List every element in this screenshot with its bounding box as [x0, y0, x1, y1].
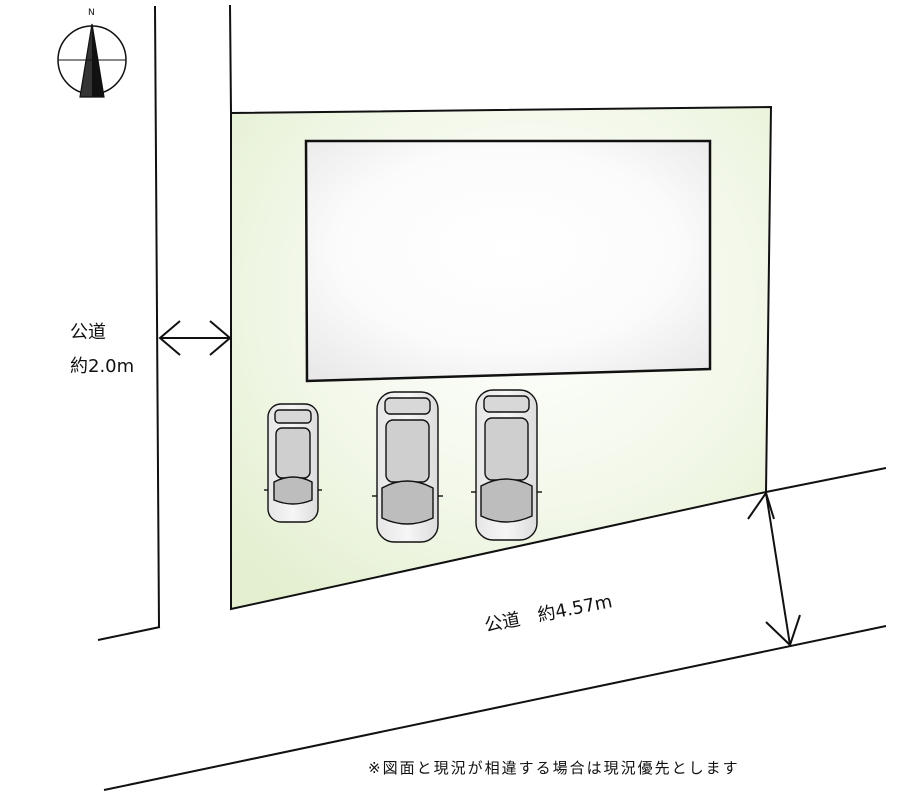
parking-car-2: [372, 391, 443, 543]
south-road-upper-line: [765, 467, 887, 493]
south-road-width-arrow: [747, 490, 801, 647]
west-road-bottom-line: [97, 626, 161, 641]
west-road-outer-line: [154, 5, 160, 628]
parking-car-3: [471, 389, 542, 541]
compass-north-letter: N: [88, 8, 95, 18]
parking-car-1: [264, 403, 322, 523]
lot-west-extension-line: [229, 4, 232, 114]
south-road-lower-line: [103, 625, 887, 791]
building-footprint: [304, 139, 712, 383]
disclaimer-note: ※図面と現況が相違する場合は現況優先とします: [368, 759, 740, 777]
west-road-width-label: 約2.0m: [70, 356, 135, 377]
west-road-name-label: 公道: [70, 322, 106, 343]
north-compass: [57, 23, 127, 98]
west-road-width-arrow: [158, 320, 232, 356]
